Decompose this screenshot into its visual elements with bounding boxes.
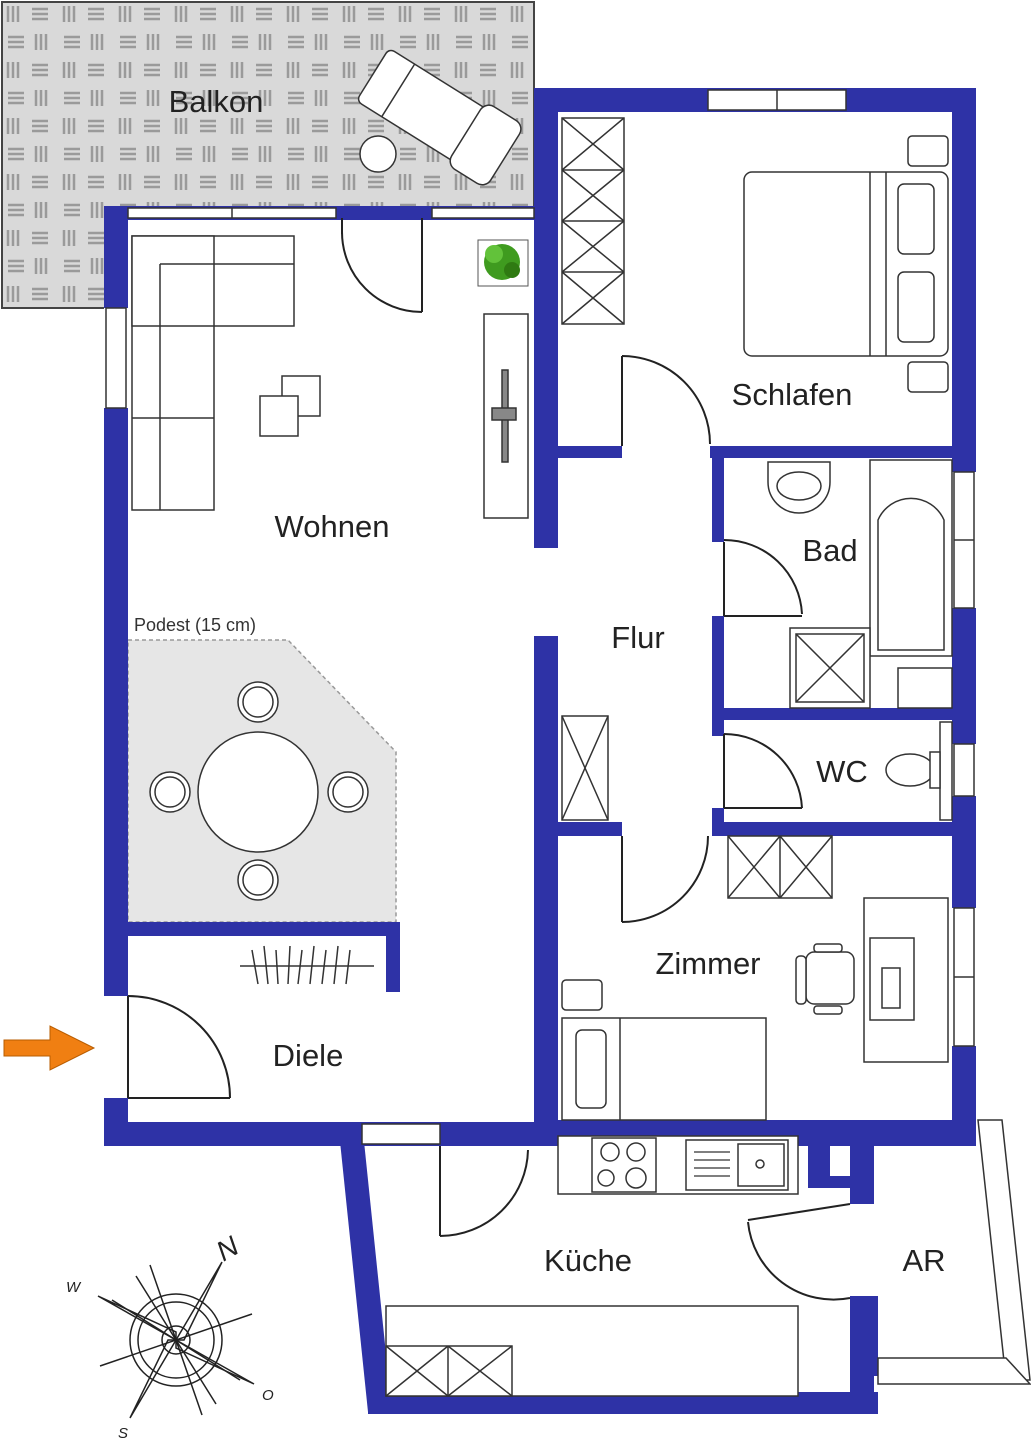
- windows: [105, 89, 1031, 1385]
- compass-west-label: W: [66, 1279, 82, 1296]
- room-label-kueche: Küche: [544, 1243, 632, 1278]
- room-label-zimmer: Zimmer: [655, 946, 760, 981]
- room-label-flur: Flur: [611, 620, 664, 655]
- room-label-wohnen: Wohnen: [275, 509, 390, 544]
- room-label-schlafen: Schlafen: [732, 377, 853, 412]
- entrance-arrow-icon: [3, 1025, 96, 1071]
- room-label-ar: AR: [902, 1243, 945, 1278]
- room-label-bad: Bad: [802, 533, 857, 568]
- room-label-balkon: Balkon: [169, 84, 264, 119]
- compass-east-label: O: [262, 1387, 274, 1404]
- furniture: [131, 49, 953, 1397]
- room-label-wc: WC: [816, 754, 868, 789]
- doors: [127, 218, 851, 1301]
- room-label-diele: Diele: [273, 1038, 344, 1073]
- plant-icon: [477, 239, 529, 287]
- compass-north-label: N: [211, 1230, 245, 1267]
- compass-south-label: S: [118, 1425, 128, 1440]
- walls: [104, 88, 976, 1414]
- podest-label: Podest (15 cm): [134, 615, 256, 635]
- compass-rose-icon: [97, 1261, 255, 1419]
